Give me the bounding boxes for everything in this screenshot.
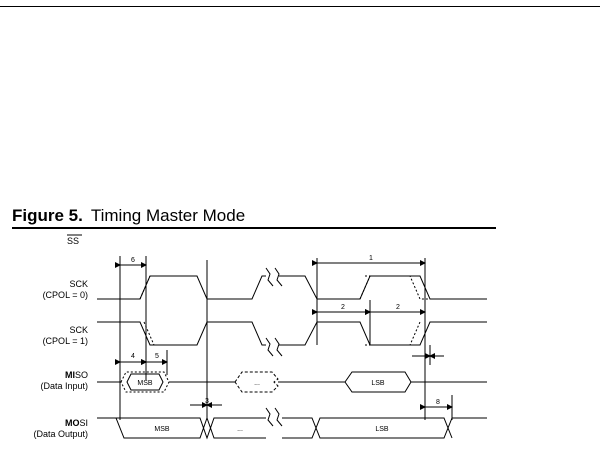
sck-cpol0-waveform [97, 275, 266, 300]
sck0-sublabel: (CPOL = 0) [43, 290, 88, 300]
timing-label-8: 8 [436, 399, 440, 406]
sck-cpol1-waveform-b [279, 321, 487, 346]
reference-lines [119, 256, 453, 420]
sck-cpol1-waveform [97, 321, 266, 346]
timing-label-2b: 2 [396, 304, 400, 311]
sck-cpol0-alt-edge-b [365, 275, 430, 300]
ss-label: SS [67, 236, 79, 246]
mosi-label: MOSI [65, 418, 88, 428]
dimension-arrows [115, 260, 453, 410]
miso-sublabel: (Data Input) [40, 381, 88, 391]
timing-label-6: 6 [131, 257, 135, 264]
sck-cpol1-alt-edge-b [365, 321, 421, 346]
sck-cpol0-alt-edge [359, 275, 375, 300]
timing-label-4: 4 [131, 353, 135, 360]
miso-label: MISO [65, 370, 88, 380]
figure-caption: Timing Master Mode [90, 206, 246, 225]
mosi-msb-label: MSB [154, 426, 170, 433]
mosi-label-bold: MO [65, 418, 80, 428]
figure-number: Figure 5. [12, 206, 83, 225]
timing-label-2a: 2 [341, 304, 345, 311]
miso-lsb-label: LSB [371, 380, 385, 387]
figure-title: Figure 5. Timing Master Mode [12, 206, 245, 226]
miso-msb-label: MSB [137, 380, 153, 387]
miso-label-rest: SO [75, 370, 88, 380]
mosi-sublabel: (Data Output) [33, 429, 88, 439]
sck0-label: SCK [69, 279, 88, 289]
sck-cpol0-waveform-c [139, 275, 151, 300]
page-top-rule [0, 6, 600, 7]
timing-label-3: 3 [205, 398, 209, 405]
mosi-lsb-label: LSB [375, 426, 389, 433]
timing-label-5: 5 [155, 353, 159, 360]
break-mark-sck [265, 267, 283, 427]
figure-title-rule [12, 227, 496, 229]
mosi-ellipsis-label: ... [237, 426, 243, 433]
miso-ellipsis-label: ... [254, 380, 260, 387]
timing-label-1: 1 [369, 255, 373, 262]
mosi-label-rest: SI [79, 418, 88, 428]
sck1-sublabel: (CPOL = 1) [43, 336, 88, 346]
miso-label-bold: MI [65, 370, 75, 380]
mosi-waveform [97, 416, 487, 440]
sck1-label: SCK [69, 325, 88, 335]
sck-cpol0-waveform-b [279, 275, 487, 300]
miso-waveform [97, 371, 487, 393]
